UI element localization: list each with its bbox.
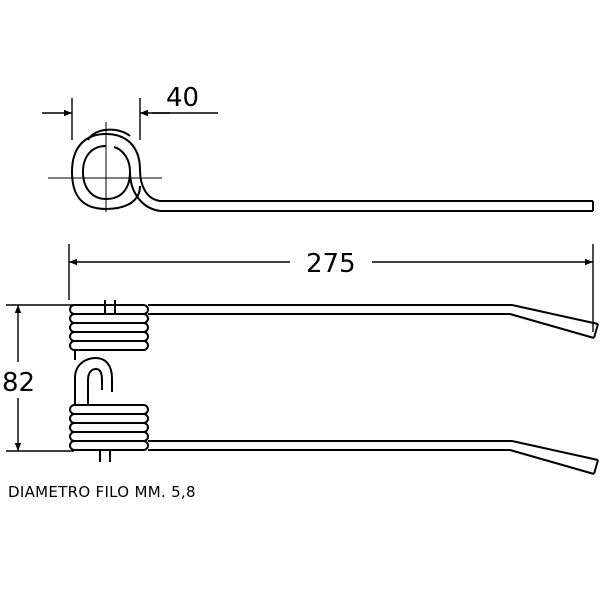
lower-tine <box>148 440 599 475</box>
dimension-82-label: 82 <box>2 368 35 398</box>
upper-coil <box>69 300 149 351</box>
wire-diameter-note: DIAMETRO FILO MM. 5,8 <box>8 483 196 501</box>
top-view <box>70 128 594 212</box>
dimension-275 <box>68 244 594 332</box>
dimension-82 <box>6 304 74 452</box>
dimension-275-label: 275 <box>306 249 356 279</box>
center-lines-top <box>48 122 162 212</box>
coil-outer <box>70 132 141 211</box>
dimension-40 <box>42 98 218 140</box>
lower-coil <box>69 404 149 462</box>
dimension-40-label: 40 <box>166 83 199 113</box>
connecting-loop <box>74 350 113 405</box>
upper-tine <box>148 304 599 339</box>
